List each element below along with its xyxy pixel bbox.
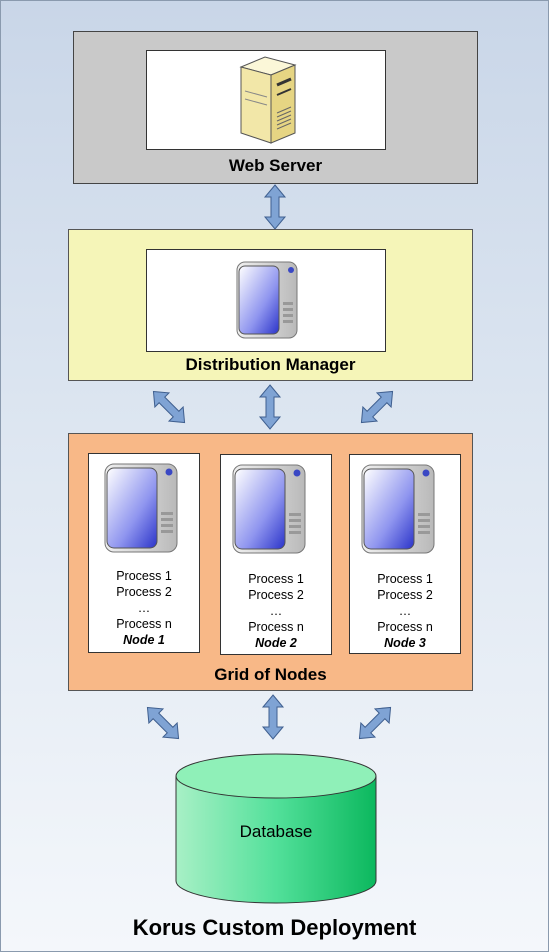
- arrow-web-to-dist: [264, 184, 286, 230]
- node-3-process-n: Process n: [377, 620, 433, 634]
- arrow-dist-to-node-1: [145, 383, 193, 431]
- node-3-name: Node 3: [384, 636, 426, 650]
- arrow-dist-to-node-2: [259, 384, 281, 430]
- node-card-3: Process 1 Process 2 … Process n Node 3: [349, 454, 461, 654]
- web-server-box: Web Server: [73, 31, 478, 184]
- arrow-dist-to-node-3: [353, 383, 401, 431]
- server-icon: [361, 464, 435, 554]
- grid-of-nodes-label: Grid of Nodes: [214, 665, 327, 684]
- node-card-1: Process 1 Process 2 … Process n Node 1: [88, 453, 200, 653]
- node-3-ellipsis: …: [398, 604, 412, 618]
- tower-server-icon: [239, 56, 297, 144]
- web-server-label: Web Server: [228, 156, 323, 175]
- node-2-name: Node 2: [255, 636, 297, 650]
- node-2-process-1: Process 1: [248, 572, 304, 586]
- node-1-name: Node 1: [123, 633, 165, 647]
- node-2-ellipsis: …: [269, 604, 283, 618]
- database-label: Database: [239, 822, 313, 841]
- node-2-process-n: Process n: [248, 620, 304, 634]
- diagram-title: Korus Custom Deployment: [132, 915, 417, 940]
- database-cylinder: [175, 753, 377, 904]
- node-2-process-2: Process 2: [248, 588, 304, 602]
- node-1-ellipsis: …: [137, 601, 151, 615]
- distribution-manager-box: Distribution Manager: [68, 229, 473, 381]
- server-icon: [104, 463, 178, 553]
- node-3-process-list: Process 1 Process 2 … Process n Node 3: [350, 571, 460, 651]
- node-card-2: Process 1 Process 2 … Process n Node 2: [220, 454, 332, 655]
- arrow-node-2-to-db: [262, 694, 284, 740]
- distribution-manager-image-frame: [146, 249, 386, 352]
- grid-of-nodes-box: Process 1 Process 2 … Process n Node 1 P…: [68, 433, 473, 691]
- node-1-process-2: Process 2: [116, 585, 172, 599]
- arrow-node-1-to-db: [139, 699, 187, 747]
- arrow-node-3-to-db: [351, 699, 399, 747]
- node-3-process-1: Process 1: [377, 572, 433, 586]
- distribution-manager-label: Distribution Manager: [185, 355, 356, 374]
- node-1-process-n: Process n: [116, 617, 172, 631]
- node-1-process-list: Process 1 Process 2 … Process n Node 1: [89, 568, 199, 648]
- web-server-image-frame: [146, 50, 386, 150]
- server-icon: [232, 464, 306, 554]
- node-1-process-1: Process 1: [116, 569, 172, 583]
- node-2-process-list: Process 1 Process 2 … Process n Node 2: [221, 571, 331, 651]
- node-3-process-2: Process 2: [377, 588, 433, 602]
- server-icon: [236, 261, 298, 339]
